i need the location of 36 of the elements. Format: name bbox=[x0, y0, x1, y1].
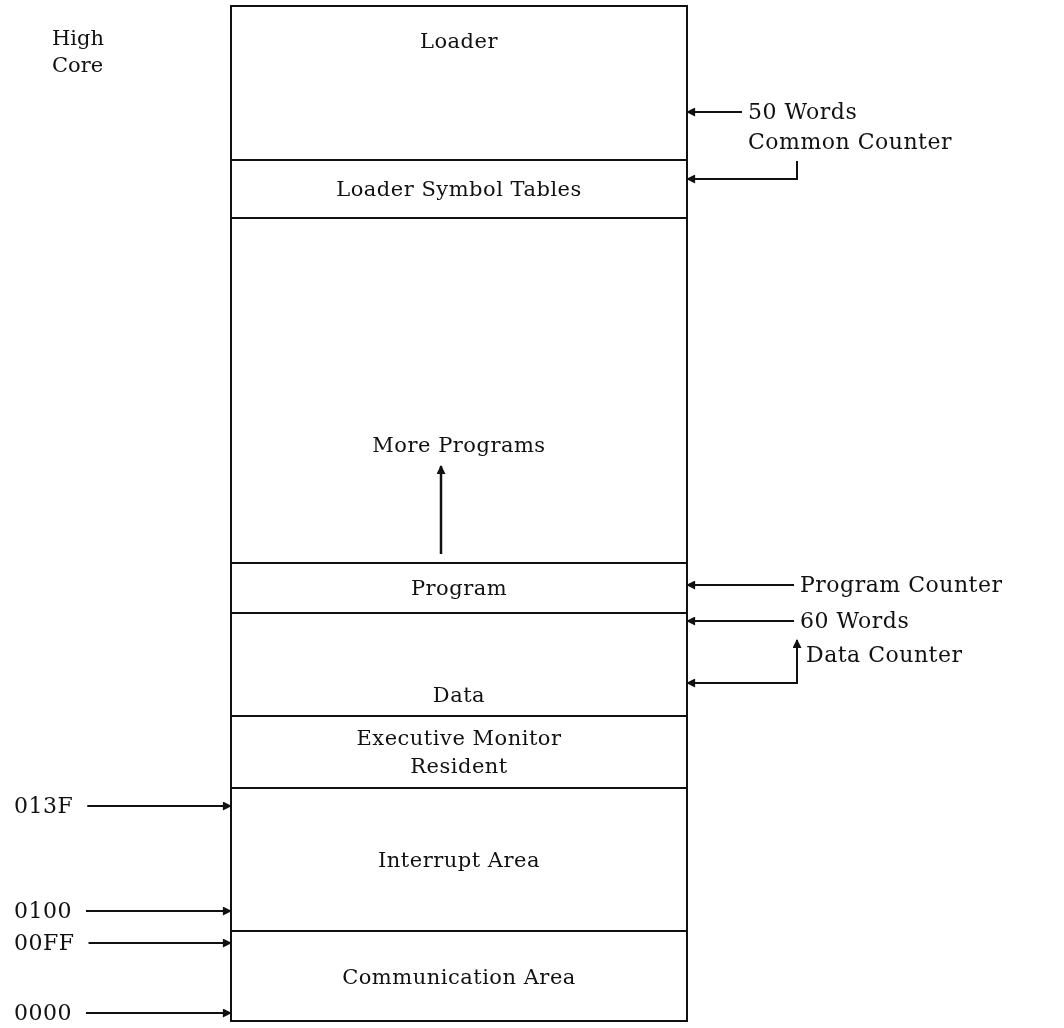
address-label: 0000 bbox=[14, 1000, 72, 1026]
segment-label: Communication Area bbox=[342, 964, 576, 991]
annotation-label: Common Counter bbox=[748, 129, 952, 155]
arrow bbox=[686, 107, 743, 117]
arrow bbox=[85, 1008, 232, 1018]
arrow bbox=[87, 938, 232, 948]
segment-label: Data bbox=[432, 682, 486, 709]
memory-segment bbox=[230, 159, 688, 217]
memory-map-box bbox=[230, 5, 688, 1022]
arrow bbox=[686, 639, 802, 688]
memory-segment bbox=[230, 787, 688, 930]
annotation-label: 50 Words bbox=[748, 99, 858, 125]
segment-label: More Programs bbox=[372, 432, 546, 459]
arrow bbox=[86, 801, 232, 811]
arrow bbox=[686, 580, 795, 590]
arrow bbox=[686, 616, 795, 626]
segment-label: Program bbox=[410, 575, 508, 602]
segment-label: Loader Symbol Tables bbox=[336, 176, 582, 203]
annotation-label: Data Counter bbox=[806, 642, 963, 668]
segment-label: Loader bbox=[420, 28, 498, 55]
memory-segment bbox=[230, 612, 688, 715]
arrow bbox=[85, 906, 232, 916]
address-label: 00FF bbox=[14, 930, 75, 956]
address-label: 013F bbox=[14, 793, 74, 819]
segment-label: Interrupt Area bbox=[378, 846, 540, 874]
memory-segment bbox=[230, 930, 688, 1022]
annotation-label: 60 Words bbox=[800, 608, 910, 634]
side-label: High Core bbox=[52, 25, 105, 79]
memory-segment bbox=[230, 715, 688, 787]
memory-segment bbox=[230, 217, 688, 562]
segment-label: Executive Monitor Resident bbox=[355, 725, 563, 780]
annotation-label: Program Counter bbox=[800, 572, 1003, 598]
memory-segment bbox=[230, 7, 688, 159]
arrow bbox=[686, 160, 798, 184]
address-label: 0100 bbox=[14, 898, 72, 924]
memory-segment bbox=[230, 562, 688, 612]
